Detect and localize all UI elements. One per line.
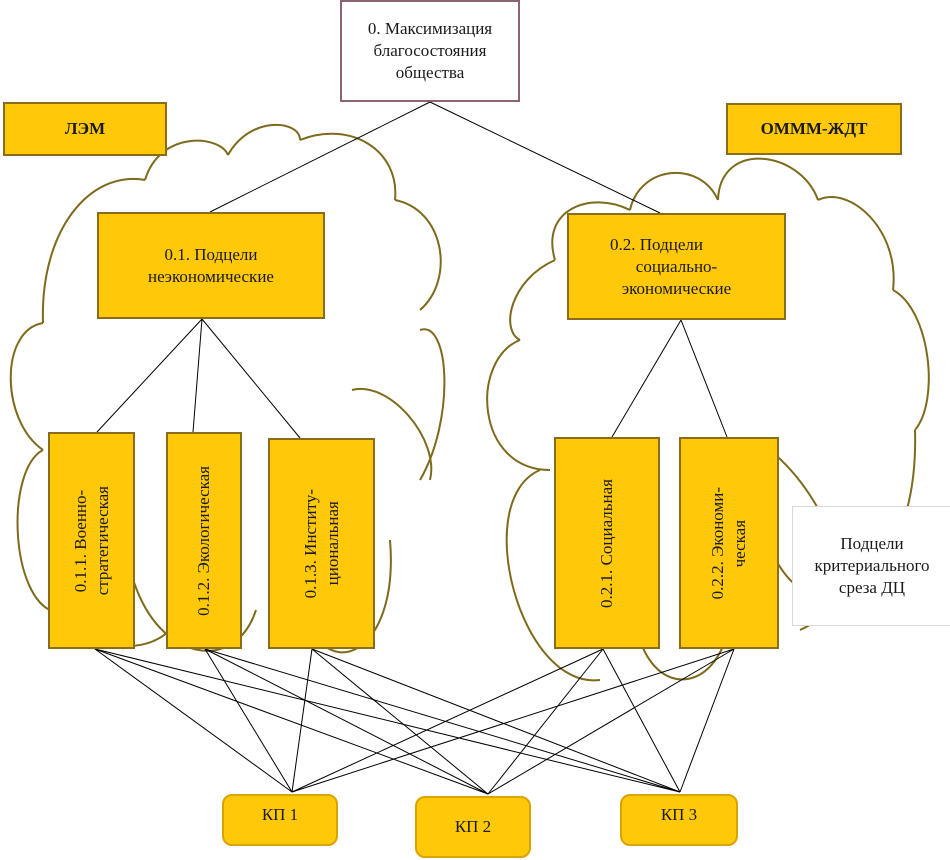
- leaf-ecological[interactable]: 0.1.2. Экологическая: [166, 432, 242, 649]
- leaf-military-strategic-line-1: 0.1.1. Военно-: [70, 489, 90, 592]
- edge-l011-kp1: [94, 648, 293, 793]
- subgoal-non-economic-line-2: неэкономические: [148, 266, 274, 286]
- leaf-institutional-line-2: циональная: [322, 501, 342, 586]
- criteria-note-line-1: Подцели: [840, 534, 904, 553]
- tag-ommm-zhdt[interactable]: ОММM-ЖДТ: [726, 103, 902, 155]
- edge-l022-kp1: [291, 648, 735, 793]
- leaf-institutional-line-1: 0.1.3. Институ-: [300, 488, 320, 599]
- edge-l012-kp3: [204, 648, 681, 793]
- leaf-economic[interactable]: 0.2.2. Экономи- ческая: [679, 437, 779, 649]
- edge-s01-l012: [192, 318, 203, 433]
- tag-ommm-zhdt-label: ОММM-ЖДТ: [760, 119, 868, 138]
- edge-root-s01: [209, 101, 431, 213]
- criteria-note-line-3: среза ДЦ: [838, 578, 906, 597]
- edge-l013-kp3: [311, 648, 681, 793]
- edge-root-s02: [429, 101, 661, 214]
- leaf-ecological-line-1: 0.1.2. Экологическая: [194, 465, 213, 616]
- edge-l011-kp2: [94, 648, 489, 795]
- leaf-ecological-label: 0.1.2. Экологическая: [193, 466, 215, 616]
- leaf-social-label: 0.2.1. Социальная: [596, 479, 618, 608]
- leaf-economic-label: 0.2.2. Экономи- ческая: [707, 487, 751, 599]
- leaf-social[interactable]: 0.2.1. Социальная: [554, 437, 660, 649]
- subgoal-socio-economic[interactable]: 0.2. Подцели социально- экономические: [567, 213, 786, 320]
- edge-l011-kp3: [94, 648, 681, 793]
- edge-l013-kp1: [291, 648, 313, 793]
- edge-l021-kp3: [602, 648, 681, 793]
- leaf-social-line-1: 0.2.1. Социальная: [597, 478, 616, 608]
- output-kp1[interactable]: КП 1: [222, 794, 338, 846]
- output-kp2-label: КП 2: [454, 817, 492, 836]
- subgoal-socio-economic-line-3: экономические: [621, 278, 732, 298]
- edge-l012-kp2: [204, 648, 489, 795]
- output-kp3-label: КП 3: [660, 805, 698, 824]
- leaf-institutional[interactable]: 0.1.3. Институ- циональная: [268, 438, 375, 649]
- tag-lem-label: ЛЭМ: [64, 119, 106, 138]
- edge-s02-l022: [680, 319, 728, 438]
- edge-s02-l021: [611, 319, 682, 438]
- edge-l021-kp1: [291, 648, 604, 793]
- edge-l012-kp1: [204, 648, 293, 793]
- edge-s01-l013: [201, 318, 301, 439]
- root-goal-line-3: общества: [395, 63, 465, 82]
- leaf-economic-line-1: 0.2.2. Экономи-: [708, 486, 727, 600]
- criteria-note: Подцели критериального среза ДЦ: [792, 506, 950, 626]
- leaf-economic-line-2: ческая: [730, 519, 749, 567]
- edge-l013-kp2: [311, 648, 489, 795]
- subgoal-non-economic-line-1: 0.1. Подцели: [164, 244, 258, 264]
- subgoal-socio-economic-line-2: социально-: [635, 256, 718, 276]
- edge-s01-l011: [96, 318, 203, 433]
- edge-l022-kp2: [487, 648, 735, 795]
- leaf-military-strategic-label: 0.1.1. Военно- стратегическая: [70, 486, 114, 595]
- root-goal-line-2: благосостояния: [373, 41, 487, 60]
- output-kp2[interactable]: КП 2: [415, 796, 531, 858]
- subgoal-non-economic[interactable]: 0.1. Подцели неэкономические: [97, 212, 325, 319]
- output-kp3[interactable]: КП 3: [620, 794, 738, 846]
- root-goal-node[interactable]: 0. Максимизация благосостояния общества: [340, 0, 520, 102]
- edge-layer: [94, 101, 735, 795]
- root-goal-line-1: 0. Максимизация: [367, 19, 493, 38]
- edge-l021-kp2: [487, 648, 604, 795]
- subgoal-socio-economic-line-1: 0.2. Подцели: [610, 234, 703, 254]
- leaf-military-strategic-line-2: стратегическая: [92, 485, 112, 596]
- output-kp1-label: КП 1: [261, 805, 299, 824]
- leaf-military-strategic[interactable]: 0.1.1. Военно- стратегическая: [48, 432, 135, 649]
- edge-l022-kp3: [679, 648, 735, 793]
- leaf-institutional-label: 0.1.3. Институ- циональная: [300, 489, 344, 598]
- tag-lem[interactable]: ЛЭМ: [3, 102, 167, 156]
- criteria-note-line-2: критериального: [814, 556, 930, 575]
